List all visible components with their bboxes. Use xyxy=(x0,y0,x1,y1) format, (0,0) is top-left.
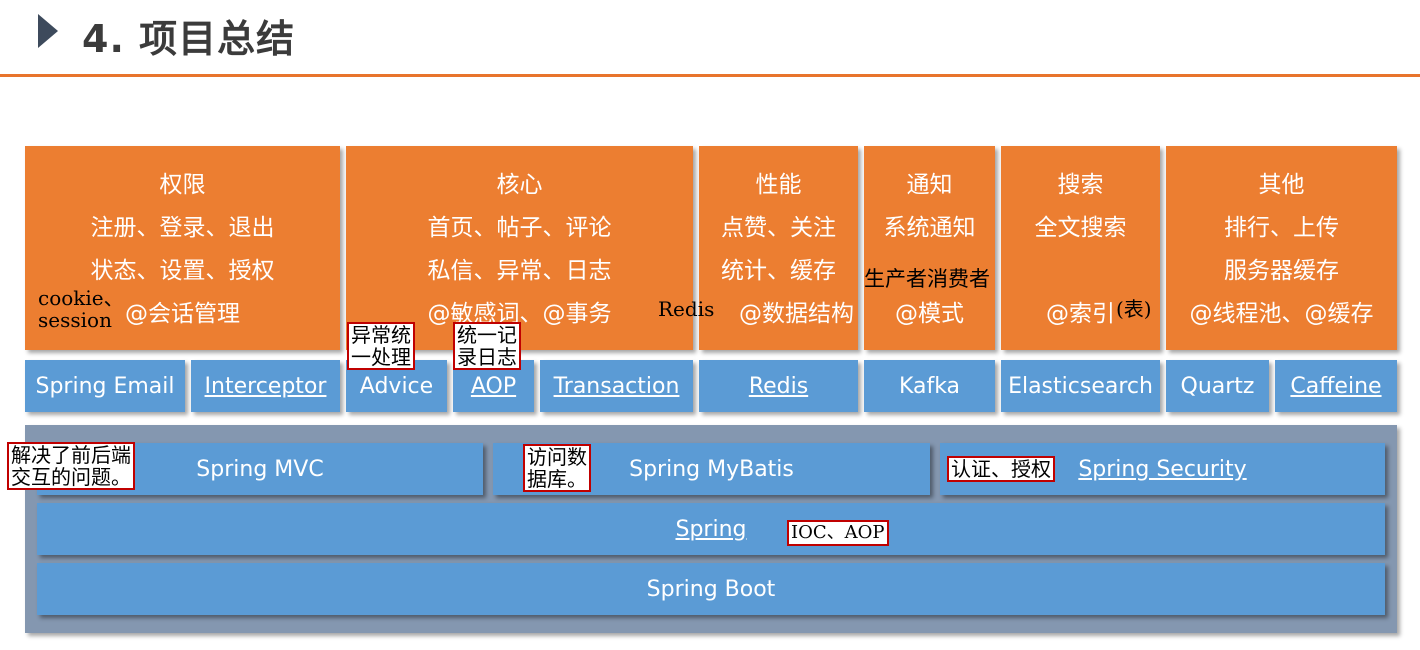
category-line: 服务器缓存 xyxy=(1224,258,1339,284)
category-search: 搜索 全文搜索 @索引 xyxy=(1001,146,1160,350)
annotation-unified-logging: 统一记 录日志 xyxy=(453,322,521,370)
annotation-redis: Redis xyxy=(658,297,715,321)
category-line: 私信、异常、日志 xyxy=(427,258,612,284)
category-core: 核心 首页、帖子、评论 私信、异常、日志 @敏感词、@事务 xyxy=(346,146,693,350)
category-line: 注册、登录、退出 xyxy=(90,215,275,241)
tech-quartz: Quartz xyxy=(1166,360,1269,412)
category-line: 点赞、关注 xyxy=(721,215,836,241)
category-title: 其他 xyxy=(1258,172,1305,198)
stack-spring[interactable]: Spring xyxy=(37,503,1385,555)
tech-spring-email: Spring Email xyxy=(25,360,185,412)
tech-redis[interactable]: Redis xyxy=(699,360,858,412)
category-line: @线程池、@缓存 xyxy=(1189,301,1374,327)
category-permission: 权限 注册、登录、退出 状态、设置、授权 @会话管理 xyxy=(25,146,340,350)
category-performance: 性能 点赞、关注 统计、缓存 @数据结构 xyxy=(699,146,858,350)
annotation-security: 认证、授权 xyxy=(947,456,1055,482)
category-line: 系统通知 xyxy=(883,215,976,241)
annotation-table: (表) xyxy=(1116,297,1152,321)
category-title: 核心 xyxy=(496,172,543,198)
category-line: @模式 xyxy=(895,301,964,327)
annotation-producer-consumer: 生产者消费者 xyxy=(864,267,990,291)
category-title: 权限 xyxy=(159,172,206,198)
annotation-mvc: 解决了前后端 交互的问题。 xyxy=(7,442,135,490)
tech-kafka: Kafka xyxy=(864,360,995,412)
category-other: 其他 排行、上传 服务器缓存 @线程池、@缓存 xyxy=(1166,146,1397,350)
tech-interceptor[interactable]: Interceptor xyxy=(191,360,340,412)
category-line: 首页、帖子、评论 xyxy=(427,215,612,241)
annotation-spring: IOC、AOP xyxy=(787,520,889,546)
category-line: 状态、设置、授权 xyxy=(90,258,275,284)
annotation-cookie-session: cookie、 session xyxy=(38,286,124,332)
category-title: 通知 xyxy=(906,172,953,198)
tech-transaction[interactable]: Transaction xyxy=(540,360,693,412)
category-line: @数据结构 xyxy=(739,301,854,327)
category-line: @会话管理 xyxy=(125,301,240,327)
page-title: 4. 项目总结 xyxy=(82,17,296,61)
category-notification: 通知 系统通知 @模式 xyxy=(864,146,995,350)
header-divider xyxy=(0,74,1420,77)
header-arrow-icon xyxy=(38,14,58,48)
tech-caffeine[interactable]: Caffeine xyxy=(1275,360,1397,412)
category-line: 全文搜索 xyxy=(1034,215,1127,241)
category-line: 统计、缓存 xyxy=(721,258,836,284)
annotation-exception-handling: 异常统 一处理 xyxy=(347,322,415,370)
stack-spring-boot: Spring Boot xyxy=(37,563,1385,615)
category-title: 搜索 xyxy=(1057,172,1104,198)
category-line: 排行、上传 xyxy=(1224,215,1339,241)
tech-elasticsearch: Elasticsearch xyxy=(1001,360,1160,412)
annotation-mybatis: 访问数 据库。 xyxy=(523,444,591,492)
category-line: @索引 xyxy=(1046,301,1115,327)
category-title: 性能 xyxy=(755,172,802,198)
